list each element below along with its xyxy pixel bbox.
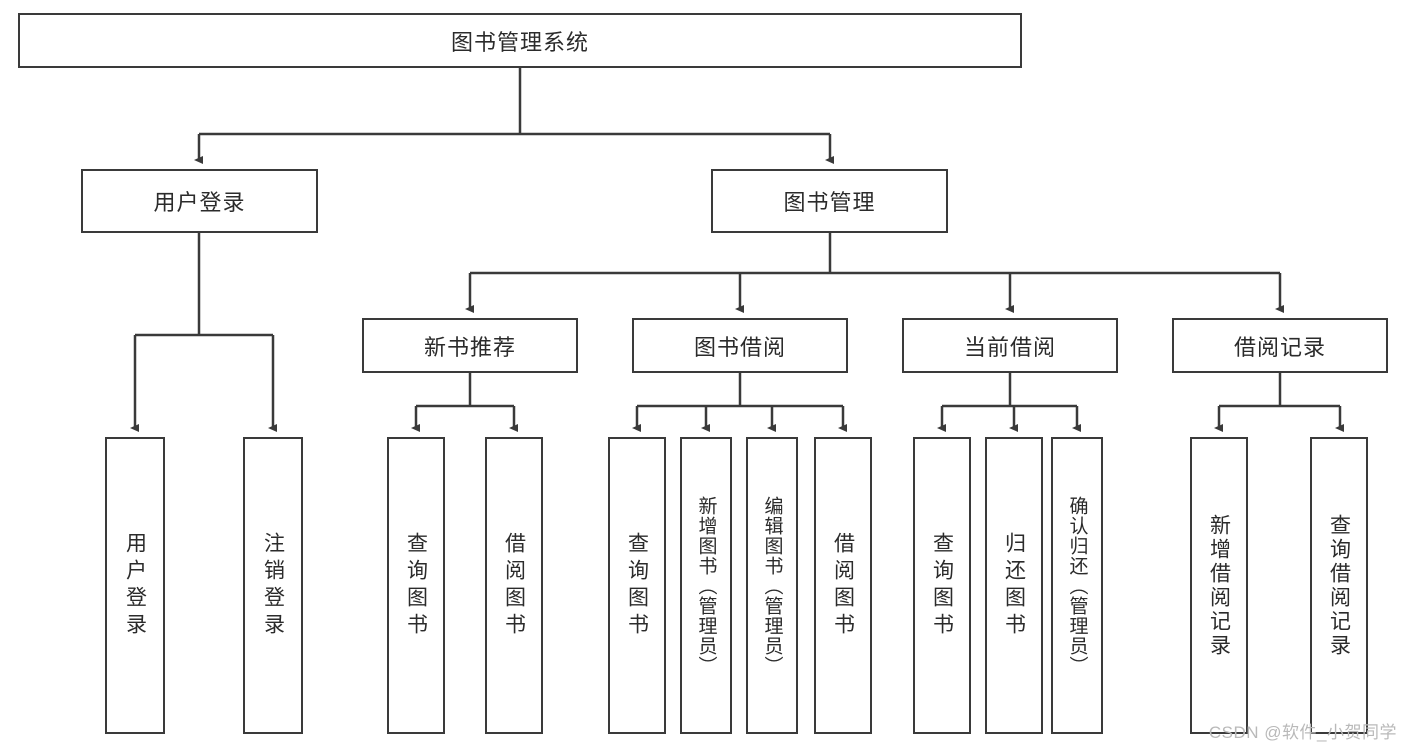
node-root-label: 图书管理系统 — [450, 29, 589, 55]
node-book-borrow-label: 图书借阅 — [693, 334, 786, 360]
node-root[interactable]: 图书管理系统 — [18, 13, 1022, 68]
node-borrow-record[interactable]: 借阅记录 — [1172, 318, 1388, 373]
node-leaf-borrow-book-1[interactable]: 借阅图书 — [485, 437, 543, 734]
node-leaf-borrow-book-1-label: 借阅图书 — [502, 531, 526, 640]
node-leaf-query-book-3[interactable]: 查询图书 — [913, 437, 971, 734]
node-leaf-edit-book[interactable]: 编辑图书（管理员） — [746, 437, 798, 734]
node-new-book-recommend[interactable]: 新书推荐 — [362, 318, 578, 373]
node-current-borrow-label: 当前借阅 — [963, 334, 1056, 360]
edge-group-book-manage — [465, 233, 1284, 313]
node-leaf-add-book-label: 新增图书（管理员） — [695, 495, 717, 676]
node-user-login[interactable]: 用户登录 — [81, 169, 318, 233]
edge-group-new-book-rec — [411, 373, 518, 432]
node-leaf-user-logout-label: 注销登录 — [261, 531, 285, 640]
node-leaf-query-book-1-label: 查询图书 — [404, 531, 428, 640]
node-leaf-add-borrow-record-label: 新增借阅记录 — [1207, 513, 1231, 658]
node-current-borrow[interactable]: 当前借阅 — [902, 318, 1118, 373]
node-leaf-borrow-book-2[interactable]: 借阅图书 — [814, 437, 872, 734]
node-leaf-add-borrow-record[interactable]: 新增借阅记录 — [1190, 437, 1248, 734]
node-borrow-record-label: 借阅记录 — [1233, 334, 1326, 360]
edge-group-current-borrow — [937, 373, 1081, 432]
node-leaf-return-book[interactable]: 归还图书 — [985, 437, 1043, 734]
edge-group-book-borrow — [632, 373, 847, 432]
node-leaf-borrow-book-2-label: 借阅图书 — [831, 531, 855, 640]
node-leaf-query-book-3-label: 查询图书 — [930, 531, 954, 640]
node-leaf-query-book-1[interactable]: 查询图书 — [387, 437, 445, 734]
node-leaf-confirm-return[interactable]: 确认归还（管理员） — [1051, 437, 1103, 734]
edge-group-root — [194, 68, 834, 164]
edge-group-user-login — [130, 233, 277, 432]
node-leaf-return-book-label: 归还图书 — [1002, 531, 1026, 640]
node-new-book-recommend-label: 新书推荐 — [423, 334, 516, 360]
node-leaf-user-logout[interactable]: 注销登录 — [243, 437, 303, 734]
node-leaf-query-borrow-record-label: 查询借阅记录 — [1327, 513, 1351, 658]
node-leaf-query-book-2-label: 查询图书 — [625, 531, 649, 640]
node-user-login-label: 用户登录 — [153, 190, 246, 215]
edge-group-borrow-record — [1214, 373, 1344, 432]
node-leaf-query-book-2[interactable]: 查询图书 — [608, 437, 666, 734]
node-leaf-edit-book-label: 编辑图书（管理员） — [761, 495, 783, 676]
node-book-manage-label: 图书管理 — [783, 190, 876, 215]
csdn-watermark: CSDN @软件_小贺同学 — [1208, 723, 1397, 742]
node-leaf-query-borrow-record[interactable]: 查询借阅记录 — [1310, 437, 1368, 734]
node-leaf-add-book[interactable]: 新增图书（管理员） — [680, 437, 732, 734]
node-leaf-user-login[interactable]: 用户登录 — [105, 437, 165, 734]
node-book-manage[interactable]: 图书管理 — [711, 169, 948, 233]
node-book-borrow[interactable]: 图书借阅 — [632, 318, 848, 373]
node-leaf-user-login-label: 用户登录 — [123, 531, 147, 640]
node-leaf-confirm-return-label: 确认归还（管理员） — [1066, 495, 1088, 676]
